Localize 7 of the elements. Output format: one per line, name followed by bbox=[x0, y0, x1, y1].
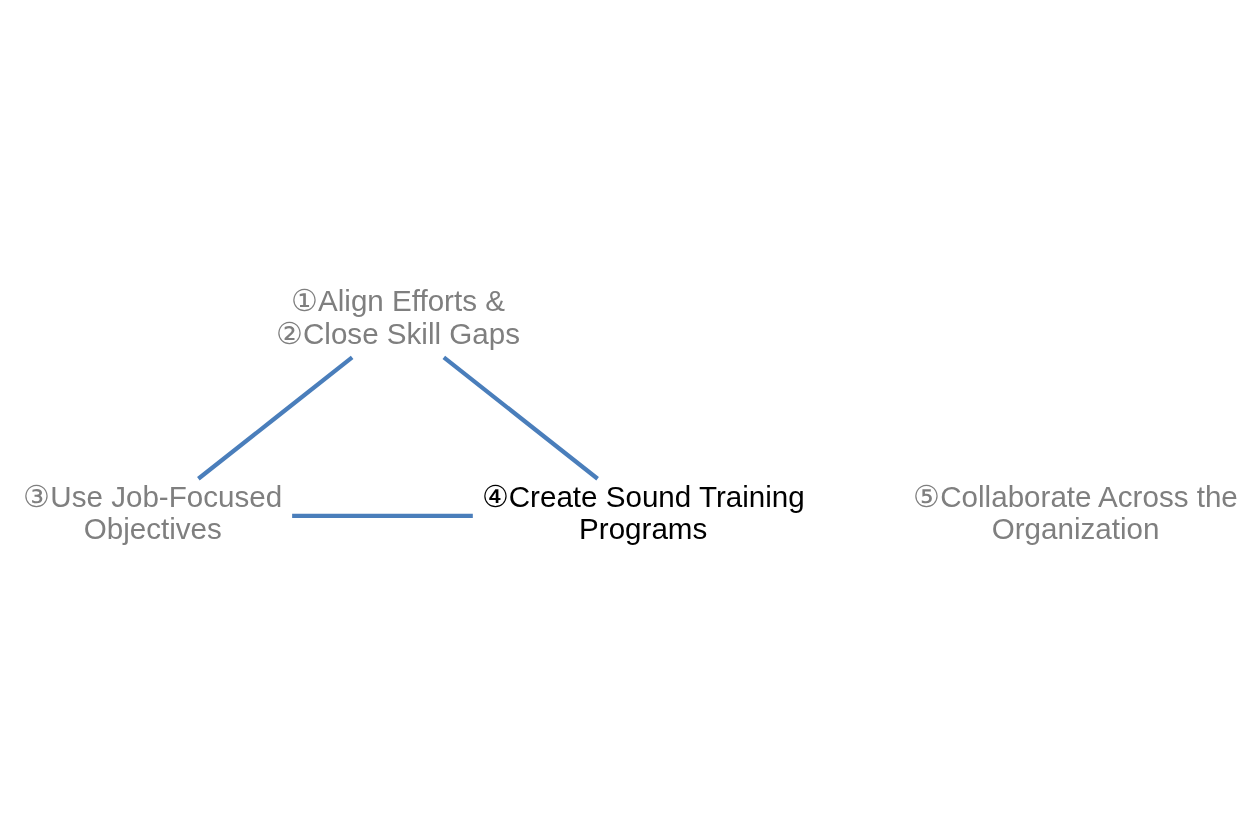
label: ⑤Collaborate Across the Organization bbox=[913, 479, 1238, 546]
connector bbox=[442, 355, 599, 481]
connector bbox=[292, 513, 473, 518]
node-text: ③Use Job-Focused Objectives bbox=[23, 479, 283, 546]
connector bbox=[197, 355, 354, 481]
node-text: ①Align Efforts & ②Close Skill Gaps bbox=[275, 284, 520, 350]
node-text: ④Create Sound Training Programs bbox=[481, 479, 805, 546]
